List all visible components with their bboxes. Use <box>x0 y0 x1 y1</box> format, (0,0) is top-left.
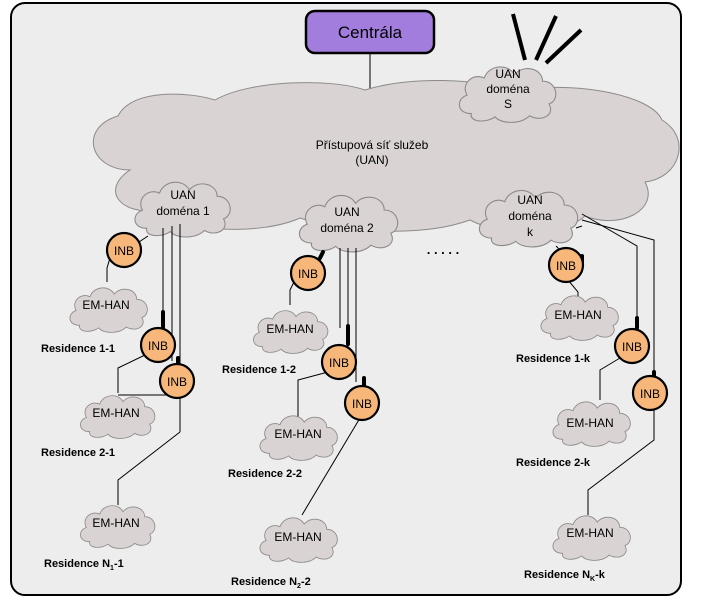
em-han-label: EM-HAN <box>92 406 139 420</box>
central-box <box>304 9 436 55</box>
inb-node: INB <box>158 356 196 400</box>
uan-domain-k-label: UAN <box>517 193 542 207</box>
em-han-label: EM-HAN <box>554 308 601 322</box>
residence-label: Residence N2-2 <box>231 576 311 590</box>
uan-domain-k-label: k <box>527 225 534 239</box>
em-han-label: EM-HAN <box>266 322 313 336</box>
antenna-icon <box>511 13 583 65</box>
em-han-label: EM-HAN <box>566 416 613 430</box>
em-han-label: EM-HAN <box>274 427 321 441</box>
residence-label: Residence 1-k <box>516 353 591 365</box>
residence-label: Residence 1-2 <box>222 364 296 376</box>
uan-domain-s-label: doména <box>486 82 530 96</box>
residence-label: Residence N1-1 <box>44 558 124 572</box>
inb-node: INB <box>613 316 651 365</box>
residence-label: Residence NK-k <box>524 569 606 583</box>
svg-text:INB: INB <box>622 340 642 354</box>
uan-domain-1-label: UAN <box>170 188 195 202</box>
inb-node: INB <box>139 310 177 364</box>
em-han-label: EM-HAN <box>82 298 129 312</box>
residence-label: Residence 2-2 <box>228 468 302 480</box>
inb-node: INB <box>289 250 327 292</box>
svg-text:INB: INB <box>298 267 318 281</box>
svg-text:INB: INB <box>352 397 372 411</box>
residence-label: Residence 2-1 <box>41 447 115 459</box>
inb-node: INB <box>547 246 585 284</box>
em-han-label: EM-HAN <box>566 526 613 540</box>
inb-node: INB <box>105 231 143 269</box>
uan-domain-s-label: S <box>504 97 512 111</box>
uan-domain-s-label: UAN <box>495 67 520 81</box>
uan-label: Přístupová síť služeb <box>316 138 429 152</box>
em-han-label: EM-HAN <box>92 516 139 530</box>
svg-text:INB: INB <box>329 356 349 370</box>
svg-text:INB: INB <box>148 339 168 353</box>
svg-text:INB: INB <box>556 259 576 273</box>
ellipsis-dots: . . . . . <box>427 242 460 257</box>
uan-domain-k-label: doména <box>508 209 552 223</box>
central-label: Centrála <box>338 23 403 42</box>
uan-domain-2-label: doména 2 <box>320 221 374 235</box>
domain-k-links <box>555 213 655 515</box>
inb-node: INB <box>343 376 381 422</box>
inb-node: INB <box>320 324 358 381</box>
inb-node: INB <box>631 370 669 412</box>
svg-text:INB: INB <box>640 387 660 401</box>
svg-text:INB: INB <box>114 244 134 258</box>
uan-domain-1-label: doména 1 <box>156 204 210 218</box>
uan-label-abbr: (UAN) <box>355 153 388 167</box>
em-han-label: EM-HAN <box>274 530 321 544</box>
residence-label: Residence 1-1 <box>41 343 115 355</box>
uan-domain-2-label: UAN <box>334 205 359 219</box>
residence-label: Residence 2-k <box>516 457 591 469</box>
svg-text:INB: INB <box>167 375 187 389</box>
